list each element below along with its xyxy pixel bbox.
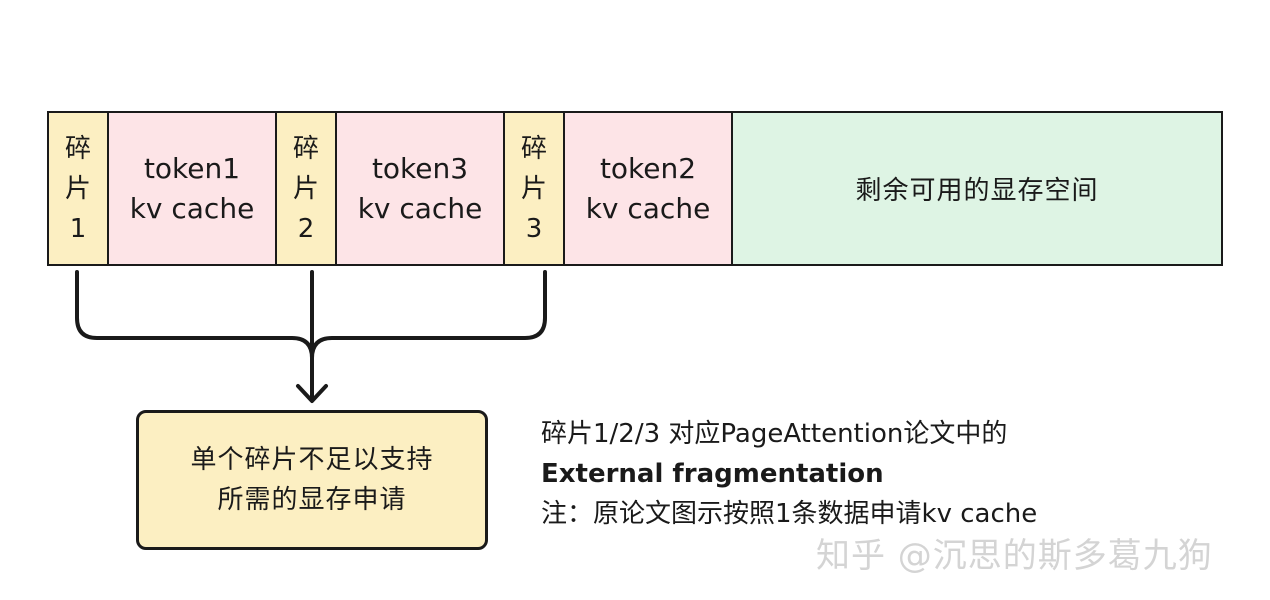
notes-line-1: 碎片1/2/3 对应PageAttention论文中的 [541, 419, 1008, 449]
insufficient-fragment-callout: 单个碎片不足以支持 所需的显存申请 [136, 410, 488, 550]
token2-kv-cache-label: kv cache [585, 191, 711, 225]
fragment-1-char-1: 碎 [64, 133, 91, 164]
fragment-1-char-3: 1 [69, 213, 87, 244]
token1-label: token1 [143, 151, 241, 185]
notes-line-2: External fragmentation [541, 459, 884, 489]
free-memory-block: 剩余可用的显存空间 [733, 113, 1221, 264]
gpu-memory-bar: 碎 片 1 token1 kv cache 碎 片 2 token3 kv ca… [47, 111, 1223, 266]
token2-kv-cache-block: token2 kv cache [565, 113, 733, 264]
brace-path [75, 270, 547, 402]
token1-kv-cache-block: token1 kv cache [109, 113, 277, 264]
fragment-2-char-1: 碎 [292, 133, 319, 164]
fragment-2-char-3: 2 [297, 213, 315, 244]
free-memory-label: 剩余可用的显存空间 [855, 176, 1099, 206]
fragment-3-char-2: 片 [520, 173, 547, 204]
notes-line-3: 注：原论文图示按照1条数据申请kv cache [541, 499, 1038, 529]
fragment-3-char-1: 碎 [520, 133, 547, 164]
fragment-1-char-2: 片 [64, 173, 91, 204]
zhihu-watermark: 知乎 @沉思的斯多葛九狗 [816, 536, 1213, 576]
callout-line-1: 单个碎片不足以支持 [190, 445, 434, 475]
token2-label: token2 [599, 151, 697, 185]
fragment-1: 碎 片 1 [49, 113, 109, 264]
fragment-3: 碎 片 3 [505, 113, 565, 264]
fragment-3-char-3: 3 [525, 213, 543, 244]
fragment-2-char-2: 片 [292, 173, 319, 204]
explanation-notes: 碎片1/2/3 对应PageAttention论文中的 External fra… [541, 414, 1037, 534]
token3-kv-cache-label: kv cache [357, 191, 483, 225]
callout-line-2: 所需的显存申请 [217, 485, 407, 515]
fragment-2: 碎 片 2 [277, 113, 337, 264]
token3-kv-cache-block: token3 kv cache [337, 113, 505, 264]
token1-kv-cache-label: kv cache [129, 191, 255, 225]
arrow-head [296, 384, 328, 403]
token3-label: token3 [371, 151, 469, 185]
